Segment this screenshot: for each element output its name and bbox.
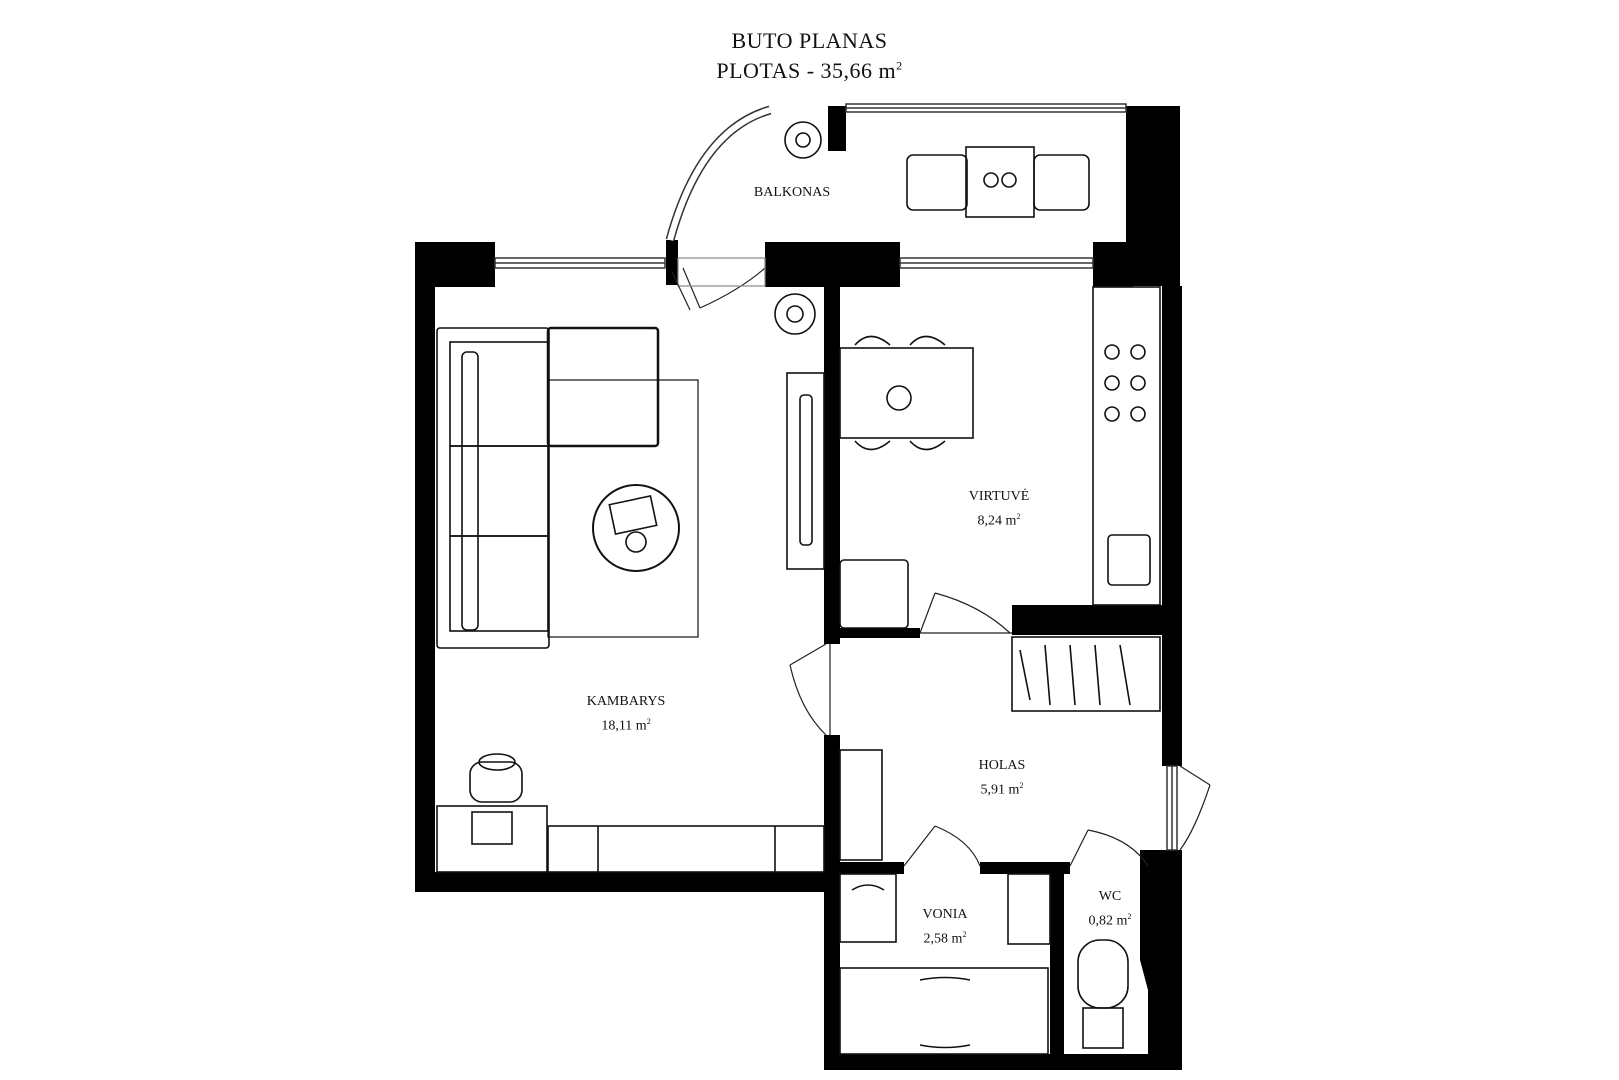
bathtub-icon [839, 967, 1049, 1055]
room-area-sup: 2 [646, 717, 651, 726]
room-label-balkonas: BALKONAS [722, 183, 862, 203]
room-area-holas: 5,91 m [980, 782, 1020, 798]
desk-icon [436, 753, 548, 873]
potted-plant-icon [774, 121, 912, 411]
fridge [839, 559, 909, 629]
room-label-kambarys: KAMBARYS 18,11 m2 [556, 692, 696, 737]
plan-area-total: PLOTAS - 35,66 m2 [0, 58, 1619, 84]
door-icon [1179, 765, 1211, 851]
sink-icon [1007, 873, 1051, 945]
room-name-wc: WC [1098, 889, 1122, 904]
room-name-vonia: VONIA [922, 907, 968, 922]
dining-table-icon [839, 335, 974, 451]
laptop-icon [471, 811, 513, 845]
furniture [436, 121, 1161, 1055]
door-icon [919, 592, 1012, 634]
tv-icon [786, 372, 825, 570]
room-area-sup: 2 [1019, 781, 1024, 790]
sink-icon [1107, 534, 1151, 586]
room-area-vonia: 2,58 m [923, 931, 963, 947]
chair-icon [854, 335, 891, 346]
room-area-sup: 2 [1016, 512, 1021, 521]
balcony-table-set [906, 146, 1090, 218]
door-icon [789, 643, 831, 736]
room-area-sup: 2 [962, 930, 967, 939]
kitchen-counter [1092, 286, 1161, 606]
walls [415, 106, 1182, 1070]
room-area-kambarys: 18,11 m [601, 718, 647, 734]
wardrobe-icon [547, 825, 825, 873]
doors [671, 257, 1211, 867]
room-area-virtuve: 8,24 m [977, 513, 1017, 529]
room-label-holas: HOLAS 5,91 m2 [932, 756, 1072, 801]
rug [547, 379, 699, 638]
room-area-sup: 2 [1127, 912, 1132, 921]
toilet-icon [1077, 939, 1129, 1049]
plan-area-sup: 2 [896, 58, 903, 73]
room-name-balkonas: BALKONAS [753, 185, 831, 200]
door-icon [671, 271, 691, 311]
office-chair-icon [469, 753, 523, 803]
stove-icon [1104, 344, 1146, 422]
door-icon [677, 257, 766, 309]
door-icon [903, 825, 981, 867]
room-area-wc: 0,82 m [1088, 913, 1128, 929]
room-label-virtuve: VIRTUVĖ 8,24 m2 [929, 487, 1069, 532]
chair-icon [909, 440, 946, 451]
wardrobe-icon [1011, 636, 1161, 712]
room-label-wc: WC 0,82 m2 [1040, 887, 1180, 932]
chair-icon [854, 440, 891, 451]
windows [494, 103, 1178, 851]
coffee-table-icon [592, 484, 680, 572]
washing-machine-icon [839, 873, 897, 943]
room-name-virtuve: VIRTUVĖ [968, 489, 1030, 504]
room-label-vonia: VONIA 2,58 m2 [875, 905, 1015, 950]
chair-icon [909, 335, 946, 346]
room-name-holas: HOLAS [978, 758, 1026, 773]
plan-area-text: PLOTAS - 35,66 m [716, 58, 897, 83]
plan-title: BUTO PLANAS [731, 28, 888, 53]
door-icon [1069, 829, 1149, 867]
room-name-kambarys: KAMBARYS [586, 694, 666, 709]
hall-shelf [839, 749, 883, 861]
